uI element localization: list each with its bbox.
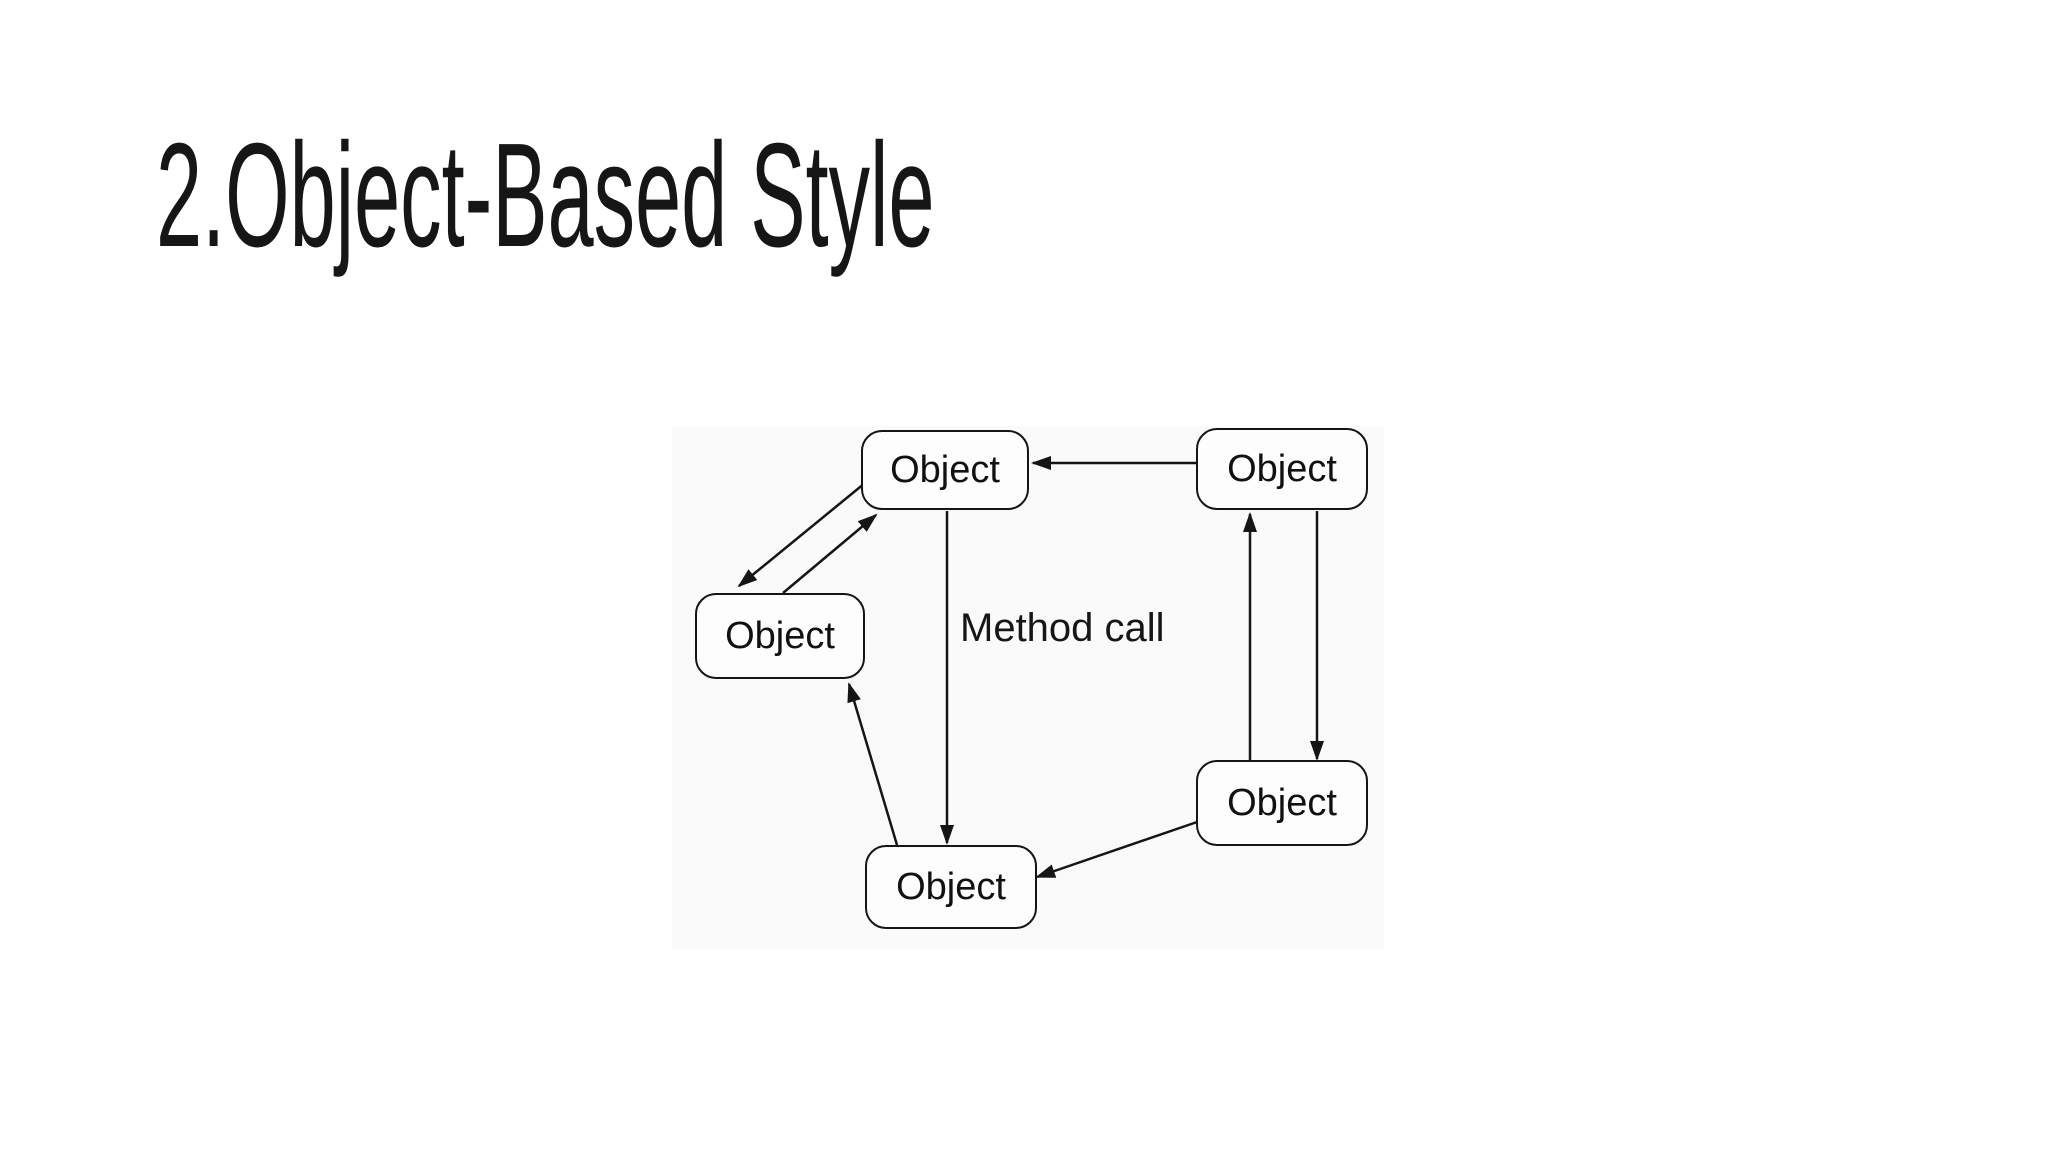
object-node-top-left: Object [861, 430, 1029, 510]
object-diagram: Object Object Object Object Object Metho… [672, 426, 1384, 950]
object-node-label: Object [896, 866, 1006, 908]
object-node-label: Object [890, 449, 1000, 491]
arrow-middleleft-to-topleft [782, 513, 878, 594]
arrow-topleft-to-middleleft [737, 482, 866, 588]
arrow-bottomright-to-bottomcenter [1035, 819, 1201, 879]
slide-title-text: 2.Object-Based Style [156, 113, 935, 278]
object-node-bottom-center: Object [865, 845, 1037, 929]
object-node-label: Object [1227, 448, 1337, 490]
arrow-bottomcenter-to-middleleft [847, 682, 899, 846]
object-node-top-right: Object [1196, 428, 1368, 510]
object-node-middle-left: Object [695, 593, 865, 679]
object-node-label: Object [725, 615, 835, 657]
object-node-label: Object [1227, 782, 1337, 824]
method-call-label: Method call [960, 606, 1165, 650]
object-node-bottom-right: Object [1196, 760, 1368, 846]
slide-title: 2.Object-Based Style [156, 113, 1546, 278]
diagram-edges-layer [737, 456, 1324, 879]
